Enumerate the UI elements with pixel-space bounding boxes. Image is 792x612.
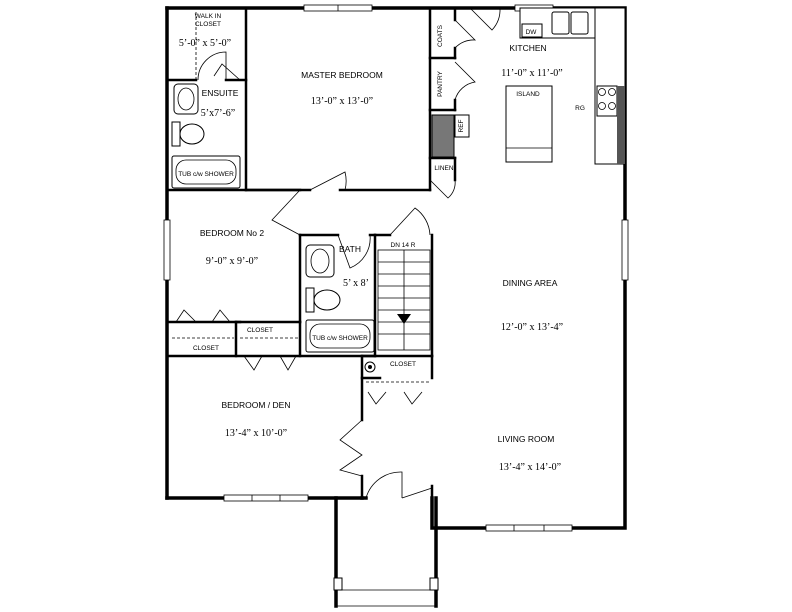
bedroom-den-label: BEDROOM / DEN bbox=[222, 400, 291, 410]
living-room-dim: 13’-4” x 14’-0” bbox=[499, 462, 561, 473]
windows bbox=[163, 4, 629, 532]
staircase bbox=[364, 249, 431, 373]
dw-label: DW bbox=[526, 29, 538, 36]
island-label: ISLAND bbox=[516, 91, 540, 98]
coats-label: COATS bbox=[437, 24, 444, 47]
room-labels: WALK IN CLOSET 5’-0” x 5’-0” ENSUITE 5’x… bbox=[178, 13, 585, 473]
walk-in-closet-label: WALK IN bbox=[195, 13, 222, 20]
bedroom-den-dim: 13’-4” x 10’-0” bbox=[225, 428, 287, 439]
master-bedroom-label: MASTER BEDROOM bbox=[301, 70, 383, 80]
closet-label-c: CLOSET bbox=[390, 361, 416, 368]
ensuite-dim: 5’x7’-6” bbox=[201, 108, 235, 119]
range-label: RG bbox=[575, 105, 585, 112]
living-room-label: LIVING ROOM bbox=[498, 434, 555, 444]
kitchen-fixtures bbox=[431, 7, 626, 165]
bath-dim: 5’ x 8’ bbox=[343, 278, 369, 289]
ensuite-label: ENSUITE bbox=[202, 88, 239, 98]
bath-tub-label: TUB c/w SHOWER bbox=[312, 335, 368, 342]
ensuite-tub-label: TUB c/w SHOWER bbox=[178, 171, 234, 178]
linen-label: LINEN bbox=[434, 165, 453, 172]
bedroom-2-dim: 9’-0” x 9’-0” bbox=[206, 256, 258, 267]
walk-in-closet-dim: 5’-0” x 5’-0” bbox=[179, 38, 231, 49]
kitchen-dim: 11’-0” x 11’-0” bbox=[501, 68, 562, 79]
closet-rods bbox=[172, 337, 430, 383]
exterior-walls bbox=[165, 6, 627, 530]
kitchen-island bbox=[505, 85, 553, 163]
pantry-label: PANTRY bbox=[437, 70, 444, 96]
walk-in-closet-label-2: CLOSET bbox=[195, 21, 221, 28]
bedroom-2-label: BEDROOM No 2 bbox=[200, 228, 265, 238]
interior-walls bbox=[165, 6, 457, 500]
dishwasher bbox=[521, 23, 543, 38]
closet-label-a: CLOSET bbox=[247, 327, 273, 334]
dining-area-label: DINING AREA bbox=[503, 278, 558, 288]
closet-label-b: CLOSET bbox=[193, 345, 219, 352]
stair-label: DN 14 R bbox=[391, 242, 416, 249]
dining-area-dim: 12’-0” x 13’-4” bbox=[501, 322, 563, 333]
door-swings bbox=[175, 7, 501, 499]
kitchen-label: KITCHEN bbox=[509, 43, 546, 53]
ref-label: REF bbox=[458, 119, 465, 132]
bath-fixtures bbox=[305, 244, 375, 353]
refrigerator bbox=[431, 114, 455, 158]
bath-label: BATH bbox=[339, 244, 361, 254]
ensuite-fixtures bbox=[171, 12, 241, 189]
master-bedroom-dim: 13’-0” x 13’-0” bbox=[311, 96, 373, 107]
porch bbox=[333, 496, 439, 608]
